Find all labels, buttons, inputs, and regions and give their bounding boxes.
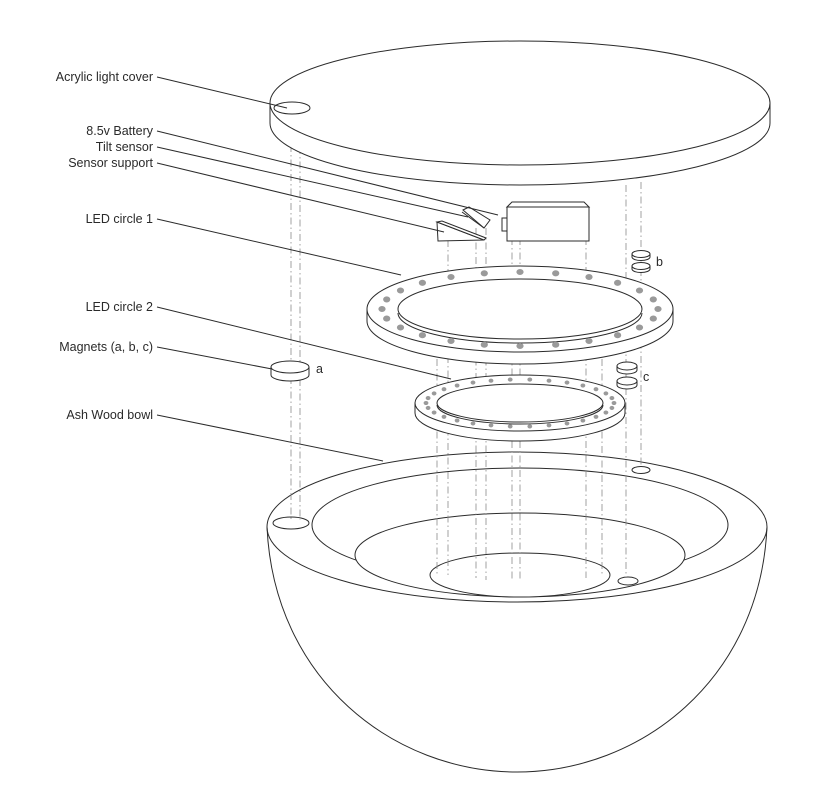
- label-tilt-sensor: Tilt sensor: [96, 140, 153, 154]
- led-circle-2-led: [425, 405, 431, 410]
- led-circle-2-leds: [423, 377, 617, 429]
- led-circle-2-led: [593, 414, 599, 419]
- led-circle-2-led: [580, 418, 586, 423]
- led-circle-2-led: [507, 377, 513, 382]
- led-circle-2-led: [527, 424, 533, 429]
- led-circle-1-led: [378, 305, 386, 313]
- led-circle-1-led: [418, 279, 426, 286]
- led-circle-2-led: [454, 383, 460, 388]
- leader-lines: [156, 76, 499, 462]
- label-acrylic-light-cover: Acrylic light cover: [56, 70, 153, 84]
- led-circle-1-led: [654, 305, 662, 313]
- label-ash-wood-bowl: Ash Wood bowl: [66, 408, 153, 422]
- led-circle-2-led: [603, 391, 609, 396]
- magnets-b: [631, 250, 651, 273]
- led-circle-1-led: [552, 270, 560, 277]
- led-circle-1-led: [516, 342, 524, 350]
- led-circle-2: [414, 374, 626, 442]
- led-circle-2-led: [431, 391, 437, 396]
- led-circle-2-led: [470, 421, 476, 426]
- tag-magnet-a: a: [316, 362, 323, 376]
- led-circle-1-led: [383, 315, 391, 322]
- ash-wood-bowl: [266, 451, 768, 773]
- tag-magnet-c: c: [643, 370, 649, 384]
- tilt-sensor: [461, 206, 491, 229]
- led-circle-1-leds: [378, 268, 662, 350]
- magnet-a: [270, 360, 310, 382]
- led-circle-2-led: [580, 383, 586, 388]
- led-circle-1-hole: [397, 278, 643, 340]
- labels: Acrylic light cover 8.5v Battery Tilt se…: [56, 70, 663, 422]
- battery: [501, 201, 591, 242]
- led-circle-1-led: [614, 332, 622, 339]
- label-led-circle-1: LED circle 1: [86, 212, 153, 226]
- led-circle-2-led: [470, 380, 476, 385]
- led-circle-2-led: [546, 378, 552, 383]
- cover-top: [269, 40, 771, 166]
- led-circle-1-led: [635, 324, 644, 331]
- led-circle-2-led: [425, 396, 431, 401]
- led-circle-2-led: [564, 421, 570, 426]
- led-circle-2-led: [441, 414, 447, 419]
- sensor-support: [435, 220, 487, 242]
- acrylic-light-cover: [269, 40, 771, 186]
- led-circle-1-led: [418, 332, 426, 339]
- led-circle-1-led: [383, 296, 391, 303]
- led-circle-2-led: [441, 387, 447, 392]
- led-circle-1-led: [649, 296, 657, 303]
- label-battery: 8.5v Battery: [86, 124, 153, 138]
- label-sensor-support: Sensor support: [68, 156, 153, 170]
- led-circle-1: [366, 265, 674, 365]
- magnets-c: [616, 361, 638, 390]
- led-circle-2-led: [431, 410, 437, 415]
- led-circle-1-led: [447, 273, 455, 281]
- led-circle-2-led: [609, 405, 615, 410]
- led-circle-1-led: [516, 268, 524, 276]
- led-circle-2-led: [488, 423, 494, 428]
- led-circle-1-led: [552, 341, 560, 348]
- led-circle-2-led: [564, 380, 570, 385]
- led-circle-2-led: [593, 387, 599, 392]
- led-circle-2-led: [609, 396, 615, 401]
- led-circle-2-hole: [436, 383, 604, 423]
- led-circle-1-led: [396, 324, 405, 331]
- led-circle-1-led: [585, 337, 593, 345]
- led-circle-1-led: [447, 337, 455, 345]
- led-circle-2-led: [611, 400, 617, 406]
- led-circle-2-led: [423, 400, 429, 406]
- led-circle-1-led: [480, 270, 488, 277]
- led-circle-1-led: [635, 287, 644, 294]
- label-led-circle-2: LED circle 2: [86, 300, 153, 314]
- bowl-front-rim-edge: [266, 526, 768, 603]
- label-magnets: Magnets (a, b, c): [59, 340, 153, 354]
- led-circle-2-led: [546, 423, 552, 428]
- led-circle-2-led: [527, 377, 533, 382]
- bowl-magnet-hole-top: [631, 466, 651, 474]
- led-circle-1-led: [614, 279, 622, 286]
- led-circle-2-led: [488, 378, 494, 383]
- led-circle-1-led: [649, 315, 657, 322]
- led-circle-2-led: [507, 424, 513, 429]
- cover-hole: [273, 101, 311, 115]
- led-circle-2-led: [454, 418, 460, 423]
- led-circle-2-led: [603, 410, 609, 415]
- led-circle-1-led: [396, 287, 405, 294]
- led-circle-1-led: [480, 341, 488, 348]
- led-circle-1-led: [585, 273, 593, 281]
- bowl-magnet-hole-right: [617, 576, 639, 586]
- tag-magnet-b: b: [656, 255, 663, 269]
